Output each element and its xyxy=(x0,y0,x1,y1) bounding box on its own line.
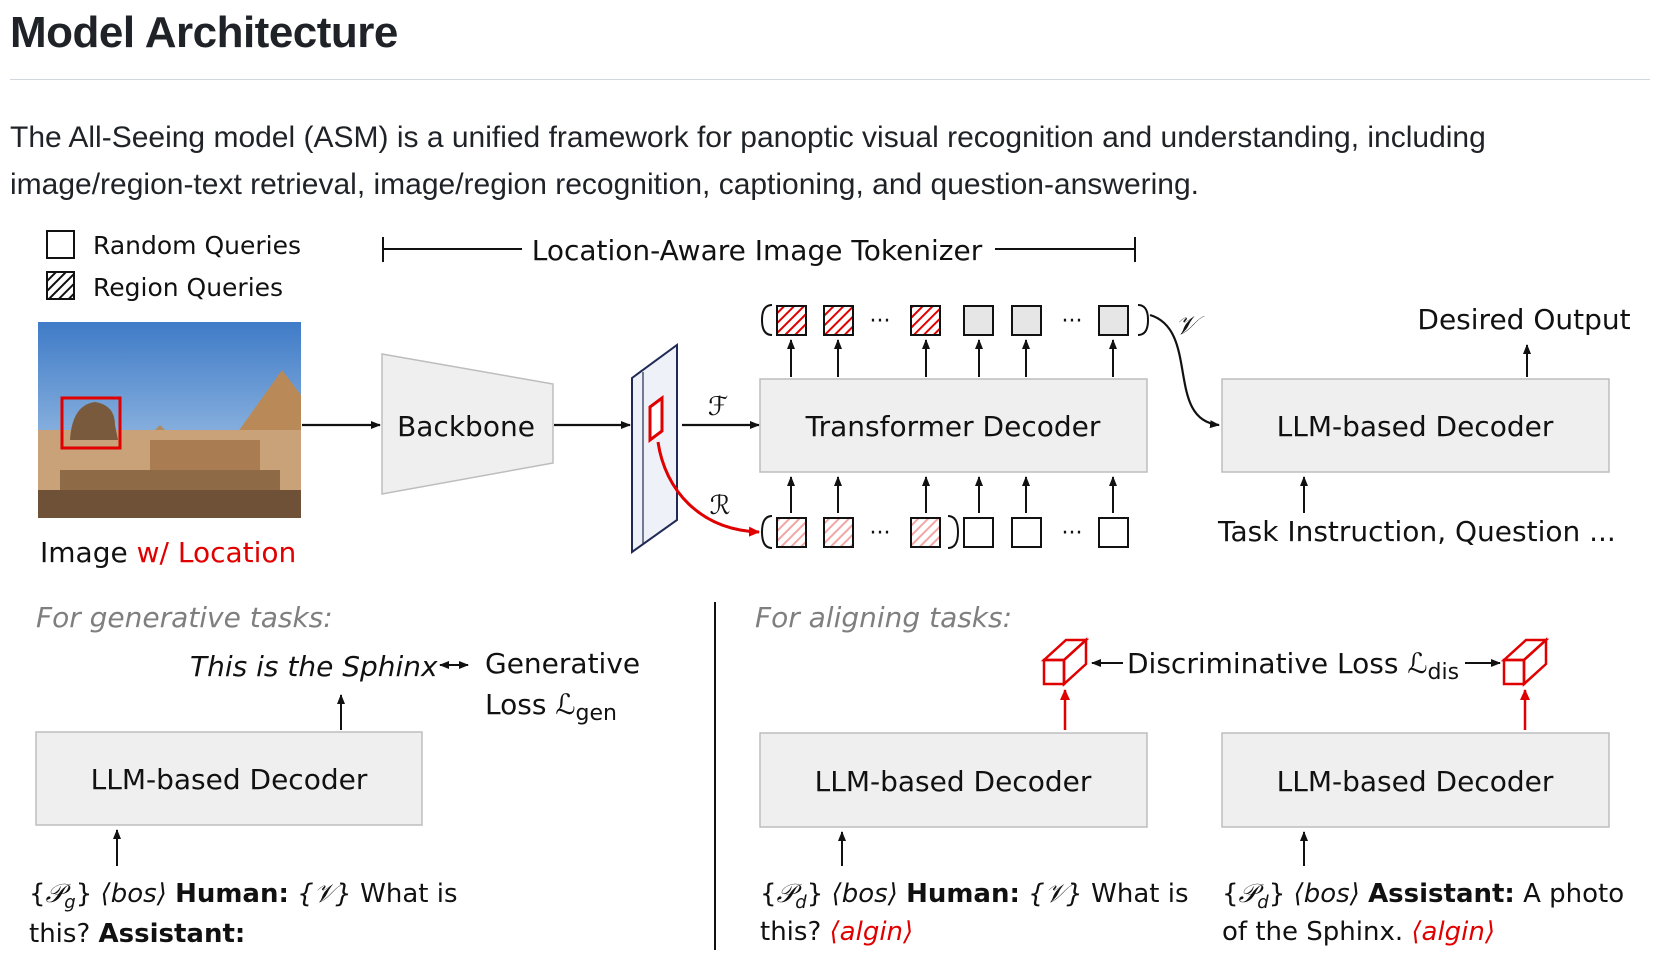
regions-symbol: ℛ xyxy=(710,491,731,521)
aligning-llm-decoder-right-label: LLM-based Decoder xyxy=(1277,765,1554,798)
tokenizer-label: Location-Aware Image Tokenizer xyxy=(532,234,983,267)
embedding-icon-right xyxy=(1500,637,1550,687)
backbone-label: Backbone xyxy=(397,410,535,443)
random-query-swatch xyxy=(46,230,75,259)
llm-decoder-label: LLM-based Decoder xyxy=(1277,410,1554,443)
transformer-decoder-block xyxy=(759,378,1148,473)
tokenizer-span: Location-Aware Image Tokenizer xyxy=(382,234,1136,267)
aligning-prompt-right-line1: {𝒫d} ⟨bos⟩ Assistant: A photo xyxy=(1222,879,1624,913)
svg-text:···: ··· xyxy=(870,309,891,334)
generative-heading: For generative tasks: xyxy=(36,601,333,634)
generative-section: For generative tasks: This is the Sphinx… xyxy=(29,601,640,949)
intro-paragraph: The All-Seeing model (ASM) is a unified … xyxy=(10,121,1486,201)
backbone-block xyxy=(381,353,554,495)
output-token-row: ··· ··· xyxy=(760,304,1150,336)
embedding-icon-left xyxy=(1040,637,1090,687)
aligning-heading: For aligning tasks: xyxy=(755,601,1012,634)
desired-output-label: Desired Output xyxy=(1417,303,1630,336)
legend-region-queries: Region Queries xyxy=(93,273,283,302)
image-caption: Image w/ Location xyxy=(40,536,296,569)
features-symbol: ℱ xyxy=(708,392,728,422)
generative-output-text: This is the Sphinx xyxy=(190,650,438,683)
region-arrow xyxy=(656,441,760,537)
aligning-prompt-right-line2: of the Sphinx. ⟨algin⟩ xyxy=(1222,917,1495,947)
output-arrows xyxy=(787,339,1117,377)
location-box xyxy=(60,396,122,450)
aligning-prompt-left-line1: {𝒫d} ⟨bos⟩ Human: {𝒱} What is xyxy=(760,879,1189,913)
page-title: Model Architecture xyxy=(10,8,398,57)
svg-text:···: ··· xyxy=(1062,521,1083,546)
legend: Random Queries Region Queries xyxy=(46,230,301,302)
generative-prompt-line2: this? Assistant: xyxy=(29,919,245,949)
aligning-section: For aligning tasks: Discriminative Loss … xyxy=(755,601,1624,947)
aligning-llm-decoder-right-block xyxy=(1221,732,1610,828)
svg-text:···: ··· xyxy=(1062,309,1083,334)
feature-map xyxy=(631,343,678,554)
generative-llm-decoder-label: LLM-based Decoder xyxy=(91,763,368,796)
generative-prompt-line1: {𝒫g} ⟨bos⟩ Human: {𝒱} What is xyxy=(29,879,458,913)
generative-llm-decoder-block xyxy=(35,731,423,826)
llm-decoder-block xyxy=(1221,378,1610,473)
input-arrows xyxy=(787,476,1117,513)
task-instruction-label: Task Instruction, Question ... xyxy=(1217,515,1616,548)
aligning-llm-decoder-left-block xyxy=(759,732,1148,828)
aligning-llm-decoder-left-label: LLM-based Decoder xyxy=(815,765,1092,798)
sphinx-image xyxy=(38,322,301,518)
region-on-feature xyxy=(648,395,664,443)
visual-token-arrow xyxy=(1149,313,1220,429)
transformer-decoder-label: Transformer Decoder xyxy=(805,410,1101,443)
title-divider xyxy=(10,79,1650,80)
aligning-prompt-left-line2: this? ⟨algin⟩ xyxy=(760,917,913,947)
discriminative-loss-label: Discriminative Loss ℒdis xyxy=(1127,647,1459,685)
generative-loss-formula: Loss ℒgen xyxy=(485,688,617,726)
input-query-row: ··· ··· xyxy=(760,515,1129,549)
region-query-swatch xyxy=(46,271,75,300)
visual-tokens-symbol: 𝒱 xyxy=(1175,311,1205,341)
legend-random-queries: Random Queries xyxy=(93,231,301,260)
svg-text:···: ··· xyxy=(870,521,891,546)
generative-loss-label: Generative xyxy=(485,647,640,680)
